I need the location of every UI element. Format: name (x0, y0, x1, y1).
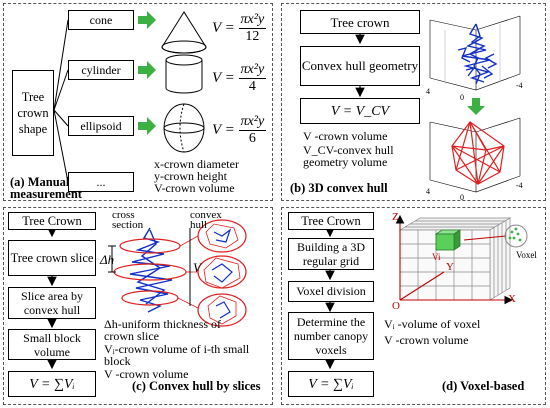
panel-3d-convex-hull (281, 3, 546, 201)
slice-area-box: Slice area by convex hull (8, 287, 96, 319)
label-cross-section: cross section (112, 209, 144, 231)
caption-d: (d) Voxel-based (442, 379, 525, 393)
slice-connectors (177, 235, 199, 309)
panel-b-plot-top (429, 15, 521, 91)
cylinder-shape (165, 54, 203, 94)
legend-crown-volume: V-crown volume (154, 181, 235, 195)
small-block-volume-box: Small block volume (8, 329, 96, 360)
tick-b-top-2: 0 (460, 93, 464, 102)
caption-c: (c) Convex hull by slices (132, 379, 261, 393)
tree-crown-slice-box: Tree crown slice (8, 240, 96, 276)
axis-y-label: Y (446, 261, 454, 273)
vi-label: Vi (432, 252, 441, 262)
legend-b-crown-volume: V -crown volume (303, 129, 388, 143)
ellipsis-box: ... (68, 172, 134, 192)
panel-convex-hull-slices (3, 207, 273, 405)
panel-manual-measurement (3, 3, 273, 201)
voxel-sample-dots (508, 227, 522, 242)
panel-b-plot-bottom (429, 117, 521, 193)
hull-section-points (211, 228, 233, 319)
cone-shape (161, 11, 207, 54)
axis-z-label: Z (392, 211, 399, 223)
building-grid-box: Building a 3D regular grid (288, 238, 374, 270)
highlighted-voxel (434, 229, 462, 251)
cone-box: cone (68, 10, 134, 30)
legend-c-vi: Vᵢ-crown volume of i-th small block (104, 342, 250, 368)
ellipsoid-shape (163, 103, 205, 153)
voxel-axes (395, 214, 514, 305)
legend-d-vi: Vᵢ -volume of voxel (384, 317, 481, 331)
legend-c-delta-h: Δh-uniform thickness of crown slice (104, 317, 222, 343)
tree-crown-shape-box: Tree crown shape (12, 70, 54, 156)
convex-hull-red (451, 121, 505, 185)
voxel-label: Voxel (516, 250, 537, 260)
legend-crown-height: y-crown height (154, 169, 227, 183)
legend-c-v: V -crown volume (104, 367, 189, 381)
cylinder-box: cylinder (68, 60, 134, 80)
ellipsoid-box: ellipsoid (68, 116, 134, 136)
convex-hull-geometry-box: Convex hull geometry (300, 46, 420, 86)
v-equals-vcv-box: V = V_CV (300, 98, 420, 124)
axis-origin-label: O (392, 300, 400, 312)
voxel-division-box: Voxel division (288, 281, 374, 302)
tree-crown-box-d: Tree Crown (288, 212, 374, 230)
crown-slices-blue (129, 227, 173, 313)
panel-b-green-arrow (467, 98, 485, 115)
sum-box-c: V = ∑Vᵢ (8, 371, 96, 397)
caption-b: (b) 3D convex hull (290, 181, 388, 195)
panel-a-tree-lines (53, 19, 69, 183)
label-convex-hull: convex hull (190, 209, 222, 231)
legend-d-v: V -crown volume (384, 333, 469, 347)
tree-crown-box-b: Tree crown (300, 10, 420, 34)
panel-voxel-based (281, 207, 546, 405)
label-v: V (193, 260, 201, 275)
tick-b-bot-2: 0 (460, 193, 464, 202)
caption-a: (a) Manual measurement (10, 175, 82, 201)
determine-voxels-box: Determine the number canopy voxels (288, 312, 374, 360)
voxel-pointer (463, 224, 528, 248)
axis-x-label: X (508, 293, 516, 305)
legend-b-hull-volume: V_CV-convex hull geometry volume (303, 143, 394, 169)
sum-box-d: V = ∑Vᵢ (288, 371, 374, 397)
hull-sections (197, 219, 247, 327)
tick-b-bot-3: -4 (516, 181, 523, 190)
tick-b-top-3: -4 (516, 81, 523, 90)
legend-crown-diameter: x-crown diameter (154, 157, 239, 171)
tick-b-top-1: 4 (426, 87, 430, 96)
label-delta-h: Δh (100, 252, 115, 267)
tree-crown-box-c: Tree Crown (8, 212, 96, 230)
crown-point-cloud-top (457, 23, 498, 85)
tick-b-bot-1: 4 (426, 187, 430, 196)
delta-h-bracket (108, 245, 116, 273)
panel-a-green-arrows (138, 11, 156, 135)
